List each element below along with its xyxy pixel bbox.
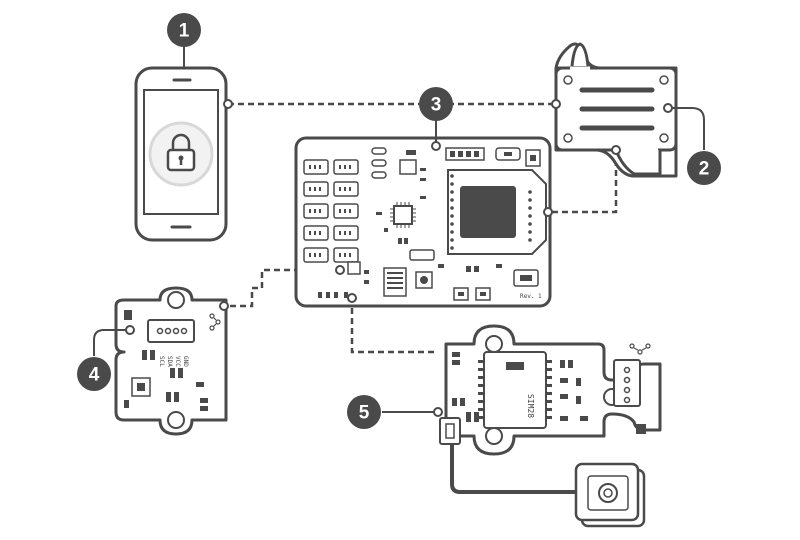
lcd-display xyxy=(551,42,705,178)
screw-holes xyxy=(563,75,669,143)
badge-2: 2 xyxy=(687,151,721,185)
svg-text:SDA: SDA xyxy=(166,356,173,367)
board-revision-label: Rev. 1 xyxy=(520,293,542,300)
gps-antenna xyxy=(450,444,646,528)
svg-text:2: 2 xyxy=(699,159,710,180)
display-text-lines xyxy=(579,87,655,131)
connection-display-to-board xyxy=(548,150,618,214)
wireless-module xyxy=(447,169,547,255)
svg-text:SCL: SCL xyxy=(158,356,165,367)
svg-text:GND: GND xyxy=(182,356,189,367)
badge-3: 3 xyxy=(419,87,453,121)
lock-icon xyxy=(166,133,196,172)
grove-icon xyxy=(629,343,651,355)
svg-text:5: 5 xyxy=(359,403,370,424)
grove-icon xyxy=(209,313,221,331)
number-badges: 1 3 2 4 5 xyxy=(77,13,721,429)
svg-text:3: 3 xyxy=(431,95,442,116)
gps-chip: SIM28 xyxy=(478,351,552,429)
svg-text:VCC: VCC xyxy=(174,356,181,367)
sensor-module: SCL SDA VCC GND xyxy=(93,286,229,436)
badge-5: 5 xyxy=(347,395,381,429)
svg-text:1: 1 xyxy=(179,21,190,42)
svg-text:4: 4 xyxy=(89,365,100,386)
sensor-pin-labels: SCL SDA VCC GND xyxy=(158,356,189,367)
badge-4: 4 xyxy=(77,357,111,391)
gps-module: SIM28 xyxy=(382,324,662,456)
controller-board: Rev. 1 xyxy=(294,136,553,308)
microcontroller xyxy=(390,202,416,228)
smartphone xyxy=(134,66,233,242)
connection-board-to-gps xyxy=(350,298,438,354)
badge-1: 1 xyxy=(167,13,201,47)
connection-board-to-sensor xyxy=(224,268,340,308)
connection-lines xyxy=(224,102,618,354)
gps-chip-label: SIM28 xyxy=(526,394,535,418)
